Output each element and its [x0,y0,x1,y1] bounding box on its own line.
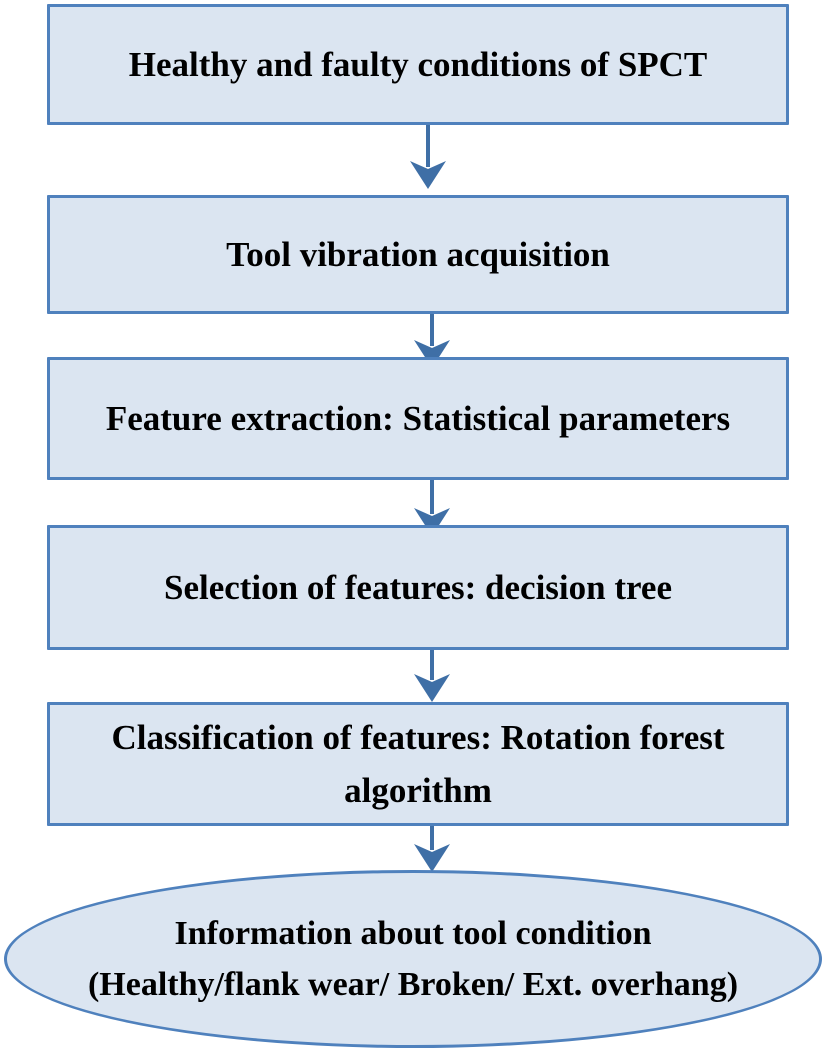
node-feature-selection: Selection of features: decision tree [47,525,789,650]
flow-arrow-2 [414,314,450,368]
arrow-shaft [426,125,430,167]
node-label: Selection of features: decision tree [163,567,672,607]
node-healthy-faulty-conditions: Healthy and faulty conditions of SPCT [47,4,789,125]
arrow-shaft [430,480,434,514]
flow-arrow-1 [410,125,446,189]
arrow-head-down-icon [414,340,450,368]
arrow-head-down-icon [410,161,446,189]
arrow-head-down-icon [414,844,450,872]
node-label: Healthy and faulty conditions of SPCT [128,44,708,84]
arrow-head-down-icon [414,674,450,702]
node-label: Tool vibration acquisition [226,234,610,274]
node-label: Classification of features: Rotation for… [111,717,725,810]
node-feature-extraction: Feature extraction: Statistical paramete… [47,357,789,480]
node-label: Feature extraction: Statistical paramete… [105,398,731,438]
node-classification-rotation-forest: Classification of features: Rotation for… [47,702,789,826]
arrow-shaft [430,314,434,346]
arrow-head-down-icon [414,508,450,536]
node-tool-vibration-acquisition: Tool vibration acquisition [47,195,789,314]
node-label: Information about tool condition (Health… [87,915,739,1003]
node-tool-condition-output: Information about tool condition (Health… [4,870,822,1048]
arrow-shaft [430,826,434,850]
flow-arrow-4 [414,650,450,702]
arrow-shaft [430,650,434,680]
flow-arrow-5 [414,826,450,872]
flow-arrow-3 [414,480,450,536]
